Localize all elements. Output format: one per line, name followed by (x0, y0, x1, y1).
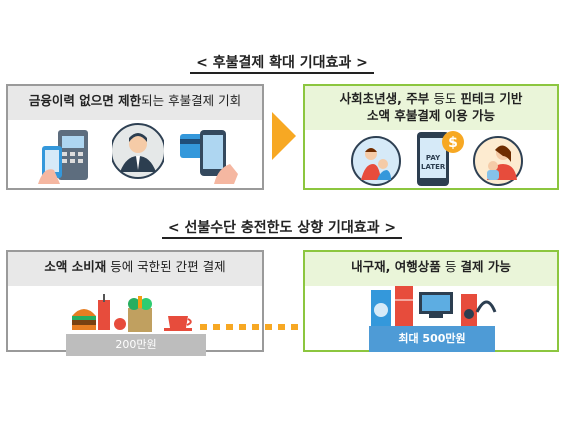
small-consumer-box: 소액 소비재 등에 국한된 간편 결제 200만원 (6, 250, 264, 356)
pay-later-label: PAY LATER (421, 154, 446, 171)
small-postpay-text: 소액 후불결제 이용 가능 (366, 108, 496, 123)
payment-possible-text: 결제 가능 (460, 259, 511, 274)
durable-goods-box: 내구재, 여행상품 등 결제 가능 최대 500만원 (303, 250, 559, 352)
amount-200-label: 200만원 (66, 334, 206, 356)
section2-title: < 선불수단 충전한도 상향 기대효과 > (0, 217, 564, 239)
phone-card-icon (180, 130, 238, 184)
simple-payment-text: 등에 국한된 간편 결제 (106, 259, 226, 274)
pay-later-phone-icon: $ (417, 131, 464, 186)
also-text: 등도 (433, 91, 461, 106)
fintech-text: 핀테크 기반 (460, 91, 523, 106)
businessman-icon (112, 123, 164, 179)
etc-text: 등 (445, 259, 461, 274)
fintech-postpay-box: 사회초년생, 주부 등도 핀테크 기반 소액 후불결제 이용 가능 $ PAY … (303, 84, 559, 190)
young-adult-text: 사회초년생, 주부 (339, 91, 434, 106)
credit-history-normal-text: 되는 후불결제 기회 (141, 93, 242, 108)
section1-title: < 후불결제 확대 기대효과 > (0, 52, 564, 74)
mother-baby-icon (473, 136, 523, 186)
small-goods-bold-text: 소액 소비재 (44, 259, 107, 274)
small-consumer-header: 소액 소비재 등에 국한된 간편 결제 (8, 252, 262, 286)
mother-child-icon (351, 136, 401, 186)
food-items-icon (72, 294, 192, 332)
fintech-postpay-header: 사회초년생, 주부 등도 핀테크 기반 소액 후불결제 이용 가능 (305, 86, 557, 130)
credit-history-box: 금융이력 없으면 제한되는 후불결제 기회 (6, 84, 264, 190)
durable-goods-header: 내구재, 여행상품 등 결제 가능 (305, 252, 557, 286)
right-arrow-icon (272, 112, 296, 160)
appliances-icon (371, 286, 497, 326)
credit-history-header: 금융이력 없으면 제한되는 후불결제 기회 (8, 86, 262, 120)
durable-travel-text: 내구재, 여행상품 (351, 259, 446, 274)
card-terminal-icon (38, 130, 88, 184)
amount-500-label: 최대 500만원 (369, 326, 495, 352)
svg-text:$: $ (448, 135, 458, 151)
credit-history-bold-text: 금융이력 없으면 제한 (28, 93, 142, 108)
